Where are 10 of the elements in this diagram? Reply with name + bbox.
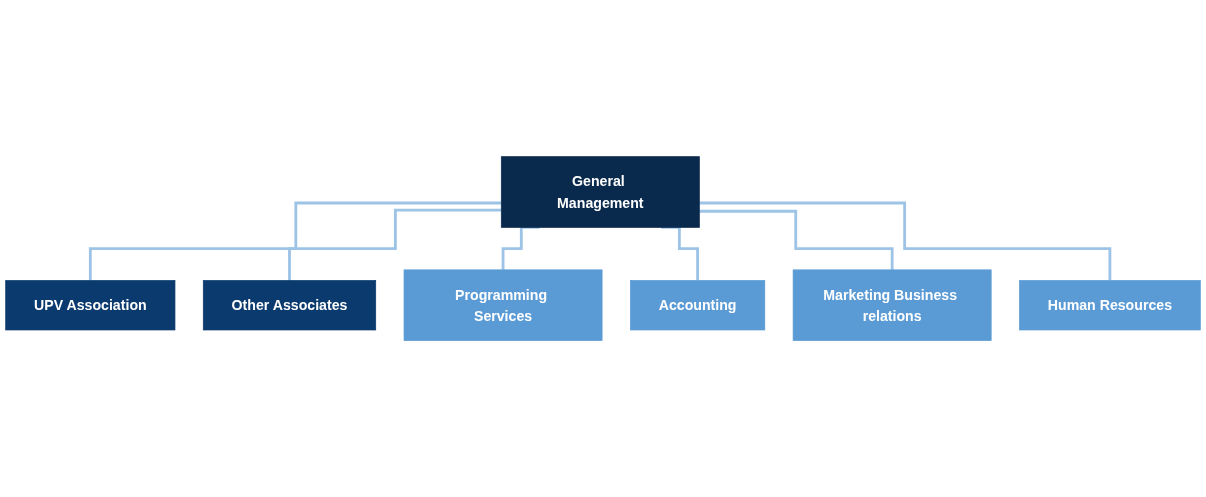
node-box: General Management — [500, 156, 700, 228]
node-box: UPV Association — [5, 279, 176, 331]
node-box: Accounting — [630, 279, 766, 331]
node-box: Programming Services — [403, 269, 603, 341]
connector — [88, 201, 502, 282]
node-box: Human Resources — [1019, 279, 1201, 331]
node-box: Other Associates — [202, 279, 377, 331]
node-box: Marketing Business relations — [792, 269, 992, 341]
connector — [288, 208, 502, 282]
connector — [699, 201, 1112, 282]
